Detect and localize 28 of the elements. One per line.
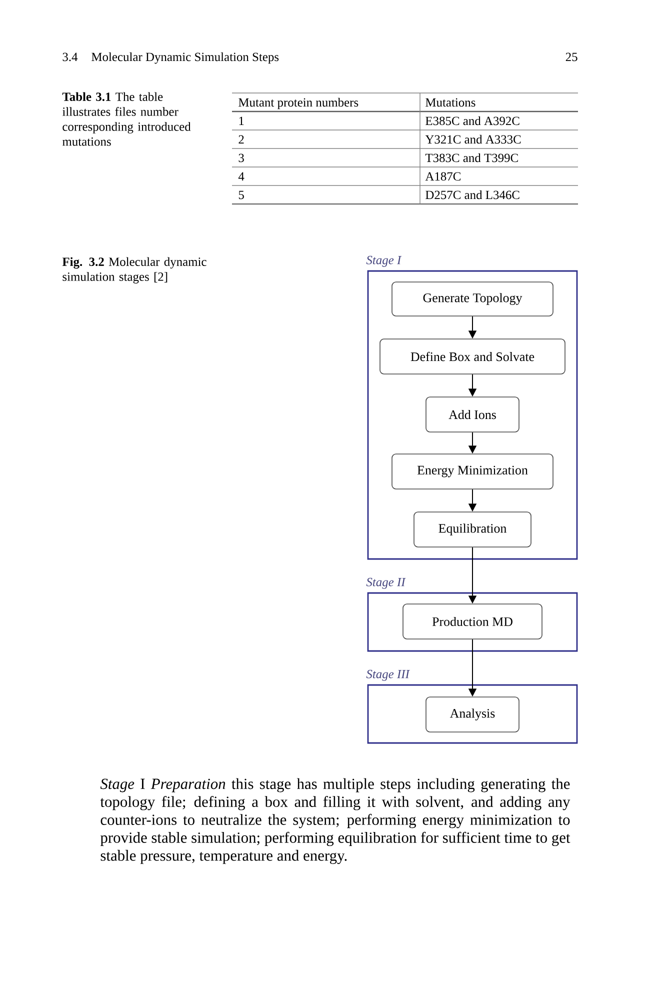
figure-caption: Fig. 3.2 Molecular dynamic simulation stages [2] [62, 257, 206, 284]
table-entry: T383C and T399C [425, 153, 518, 162]
table-entry: D257C and L346C [426, 190, 520, 200]
page-number: 25 [566, 52, 578, 62]
process-box: Generate Topology [392, 282, 554, 316]
table-entry: 1 [239, 116, 244, 125]
table-entry: 3 [238, 154, 244, 162]
table-entry: 4 [238, 172, 244, 180]
table-entry: E385C and A392C [426, 116, 520, 126]
process-box: Energy Minimization [392, 454, 554, 490]
column-heading: Mutant protein numbers [238, 98, 358, 110]
table-entry: 5 [238, 190, 244, 200]
running-head: Molecular Dynamic Simulation Steps [92, 52, 279, 64]
column-heading: Mutations [426, 98, 476, 107]
section-number: 3.4 [62, 52, 78, 62]
stage-heading: Stage I [366, 256, 402, 267]
process-box: Equilibration [414, 512, 532, 548]
stage-heading: Stage III [366, 670, 410, 681]
process-box: Production MD [402, 604, 542, 640]
table-caption: Table 3.1 The table illustrates files number corresponding introduced mutations [62, 92, 191, 146]
process-box: Analysis [426, 696, 520, 732]
table-entry: 2 [238, 135, 244, 144]
process-box: Add Ions [426, 396, 520, 432]
process-box: Define Box and Solvate [380, 338, 566, 374]
table-entry: A187C [425, 172, 460, 181]
table-entry: Y321C and A333C [425, 134, 521, 144]
body-paragraph: Stage I Preparation this stage has multiple steps including generating the topology file; defining a box and filling it with solvent, and adding any counter-ions to neutralize the system; performing energy minimization to provide stable simulation; performing equilibration for sufficient time to get stable pressure, temperature and energy. [100, 778, 570, 864]
stage-heading: Stage II [366, 578, 406, 589]
